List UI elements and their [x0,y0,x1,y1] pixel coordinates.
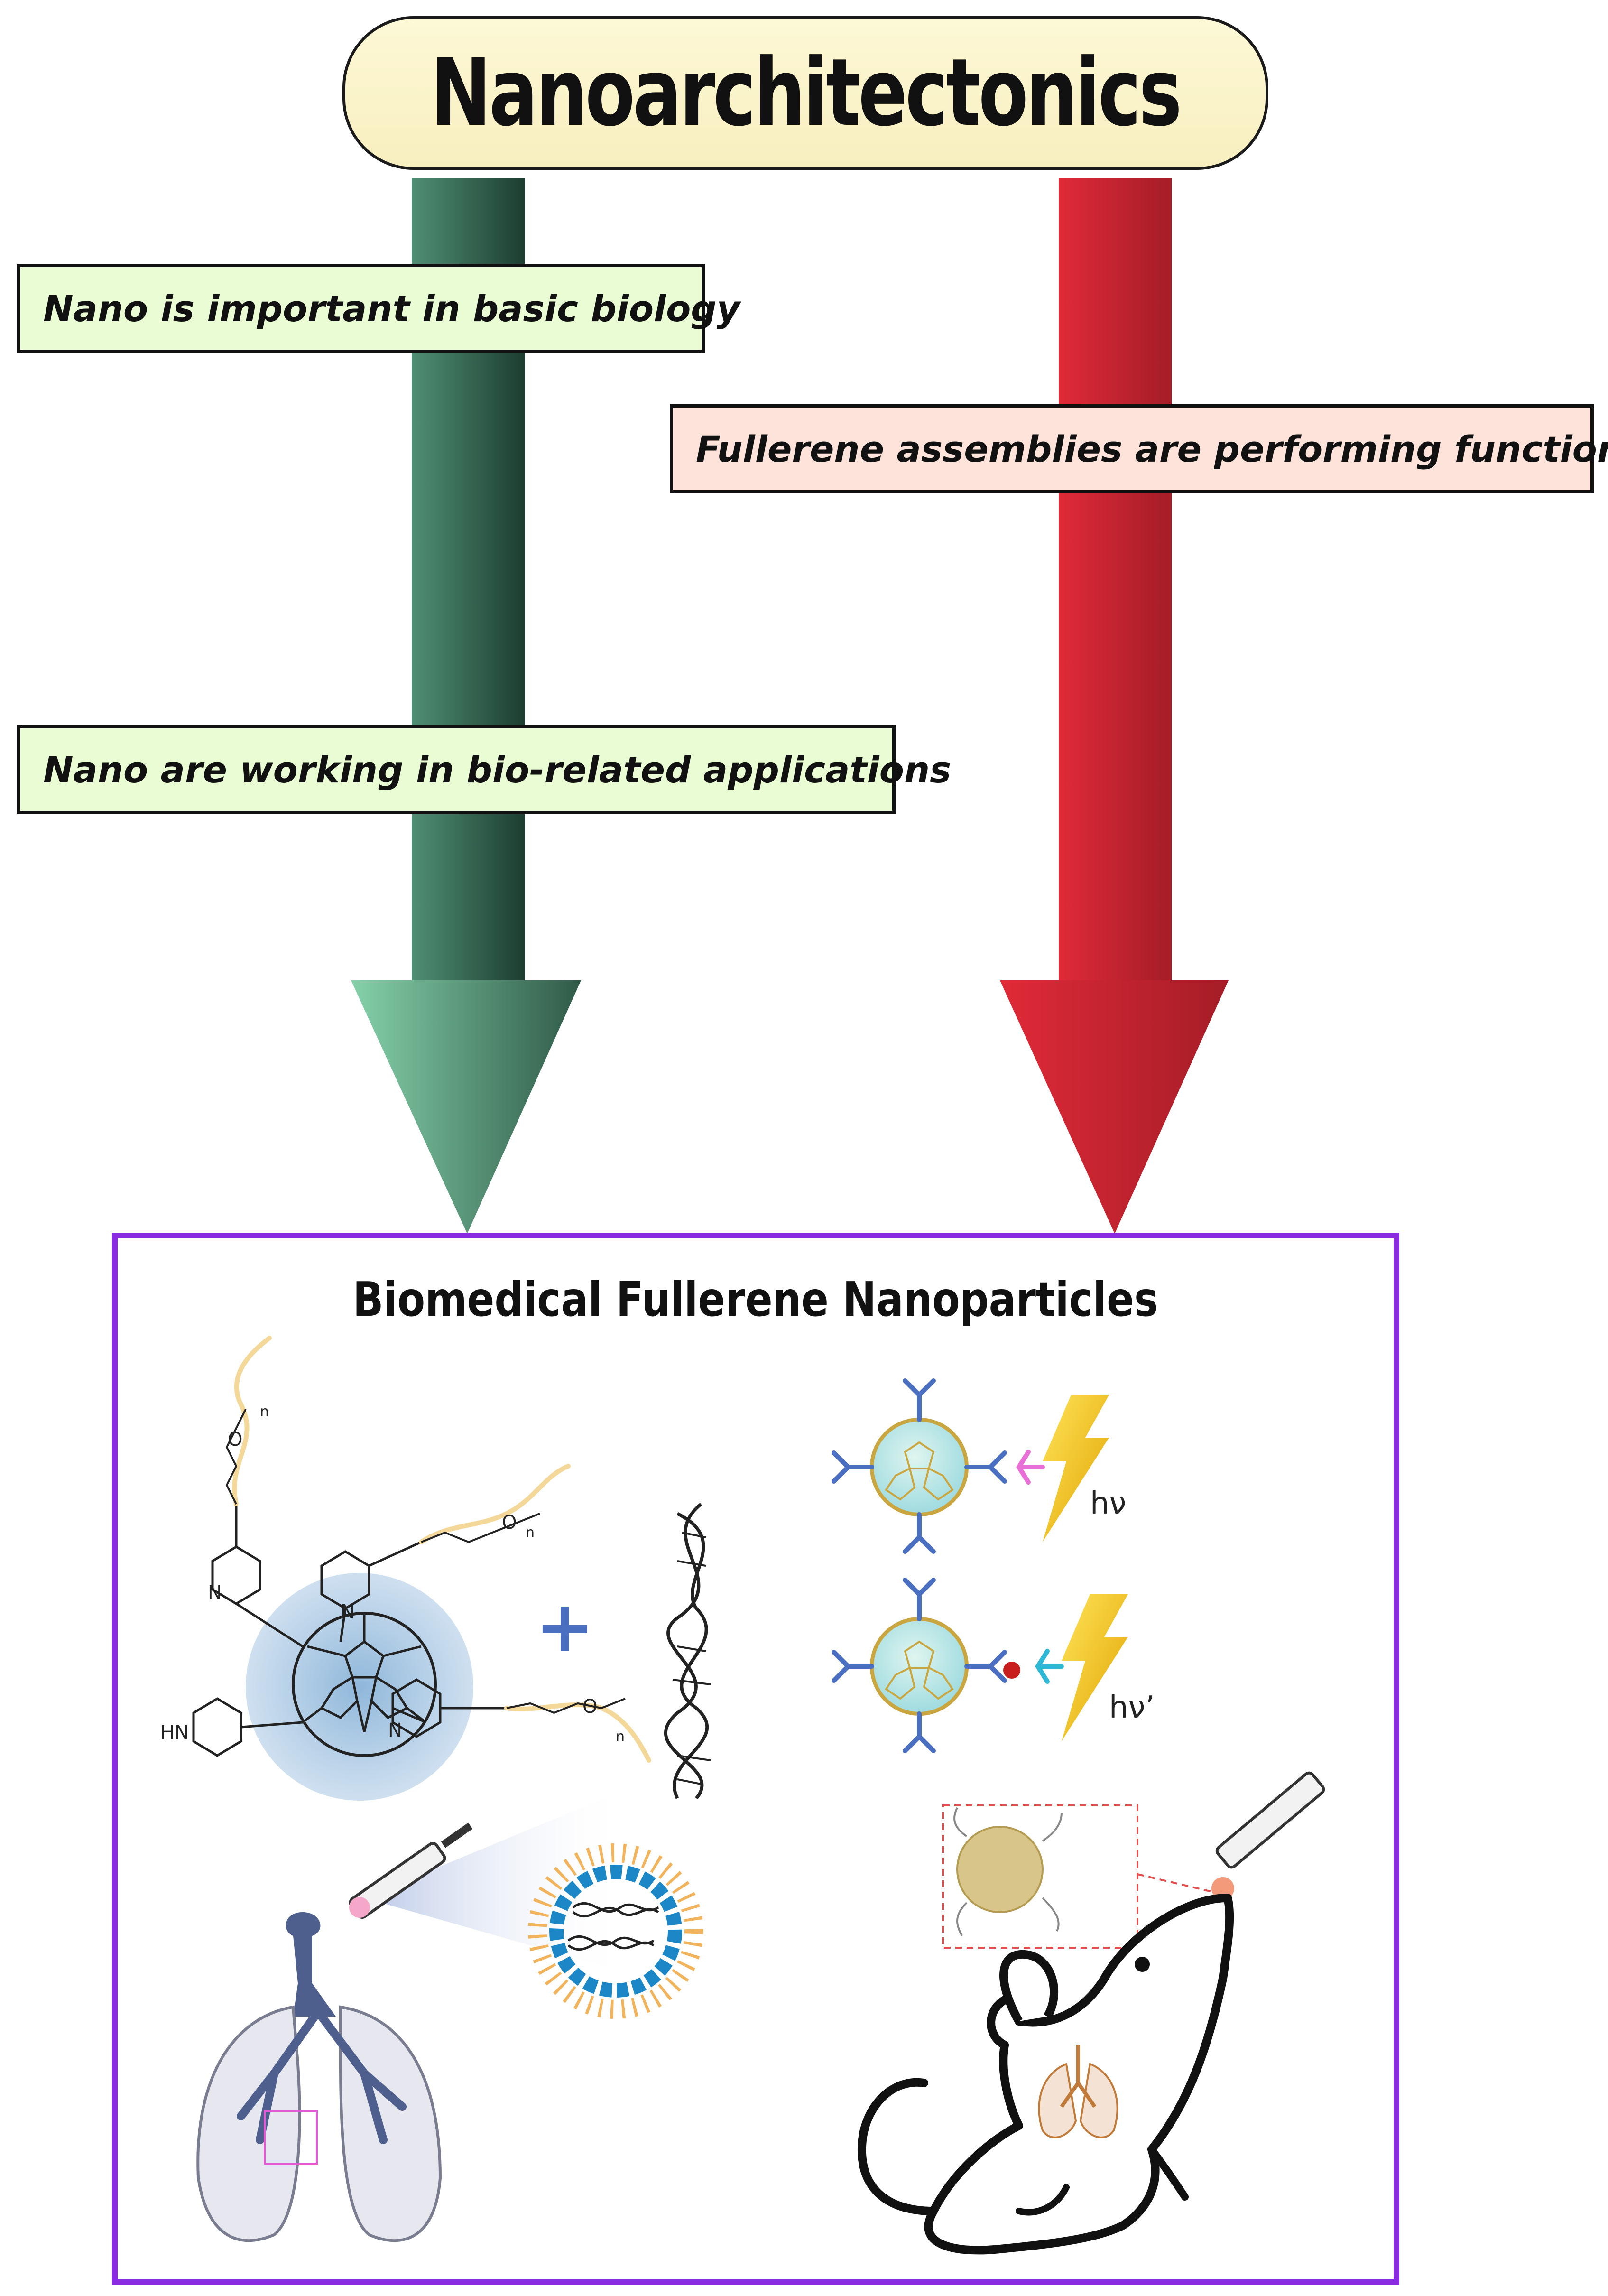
nitrogen-label: N [341,1601,355,1623]
mouse-lungs-icon [1038,2045,1118,2138]
panel-title: Biomedical Fullerene Nanoparticles [118,1272,1394,1327]
mouse-injection-illustration [857,1771,1325,2255]
photon-label-2: hν’ [1109,1690,1155,1725]
repeat-n-label: n [526,1524,535,1541]
oxygen-label: O [228,1429,242,1450]
flow-arrows [351,178,1229,1234]
label-bio-applications-text: Nano are working in bio-related applicat… [43,748,952,791]
fullerene-peg-molecule: O n O n O n N N N HN [160,1336,651,1801]
label-fullerene-functions-text: Fullerene assemblies are performing func… [696,428,1608,470]
hn-label: HN [160,1722,189,1744]
plus-icon: + [535,1586,595,1668]
page-title: Nanoarchitectonics [431,39,1182,147]
repeat-n-label: n [616,1729,625,1745]
fullerene-antibody-conjugate-1: hν [832,1378,1126,1554]
biomedical-panel: Biomedical Fullerene Nanoparticles [112,1233,1399,2285]
label-fullerene-functions: Fullerene assemblies are performing func… [670,404,1608,493]
title-banner: Nanoarchitectonics [342,16,1268,170]
label-basic-biology-text: Nano is important in basic biology [43,287,740,330]
nitrogen-label: N [208,1582,222,1604]
panel-title-text: Biomedical Fullerene Nanoparticles [353,1272,1158,1327]
lungs-inhalation-illustration [196,1794,630,2242]
syringe-icon [349,1822,473,1919]
photon-label-1: hν [1090,1486,1126,1521]
label-basic-biology: Nano is important in basic biology [17,264,740,353]
panel-illustrations: O n O n O n N N N HN + [160,1336,1325,2255]
nitrogen-label: N [388,1720,402,1741]
oxygen-label: O [582,1696,597,1718]
liposome-dna-icon [528,1843,703,2019]
dna-helix-icon [664,1503,711,1800]
repeat-n-label: n [260,1404,269,1420]
syringe-icon [1211,1771,1325,1900]
fullerene-antibody-conjugate-2: hν’ [832,1578,1155,1753]
oxygen-label: O [502,1512,517,1534]
right-arrow [1000,178,1229,1234]
label-bio-applications: Nano are working in bio-related applicat… [17,725,951,814]
